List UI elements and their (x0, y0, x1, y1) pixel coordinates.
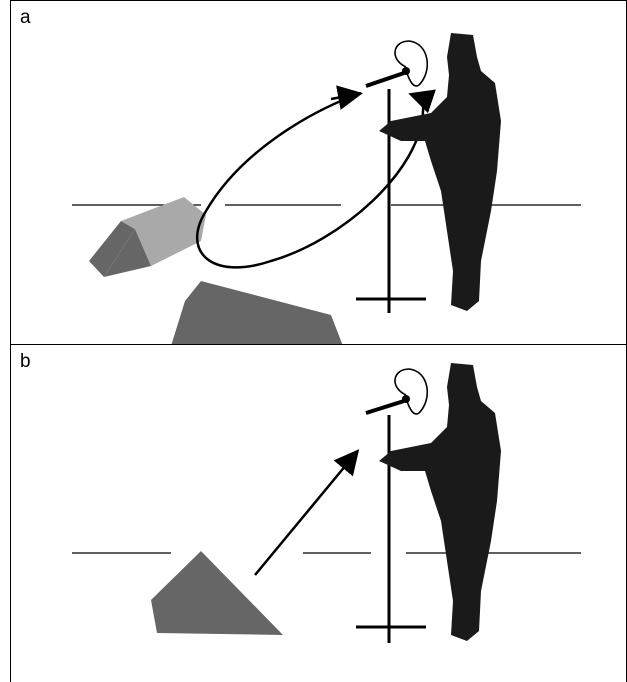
panel-label-b: b (20, 351, 31, 372)
feedback-loop-arrow (195, 85, 436, 269)
panel-b: b (10, 344, 627, 682)
microphone-stand-icon (356, 40, 428, 313)
singer-figure-icon (379, 33, 501, 311)
singer-figure-icon (379, 363, 501, 641)
feedback-loop-diagram (72, 33, 581, 344)
direct-sound-arrow (254, 449, 360, 576)
panel-label-a: a (20, 7, 31, 28)
speaker-upper (89, 197, 206, 277)
panel-a: a (10, 0, 627, 345)
microphone-stand-icon (356, 368, 428, 643)
direct-path-diagram (72, 363, 581, 643)
speaker-lower (171, 281, 343, 344)
speaker-single (151, 551, 283, 635)
